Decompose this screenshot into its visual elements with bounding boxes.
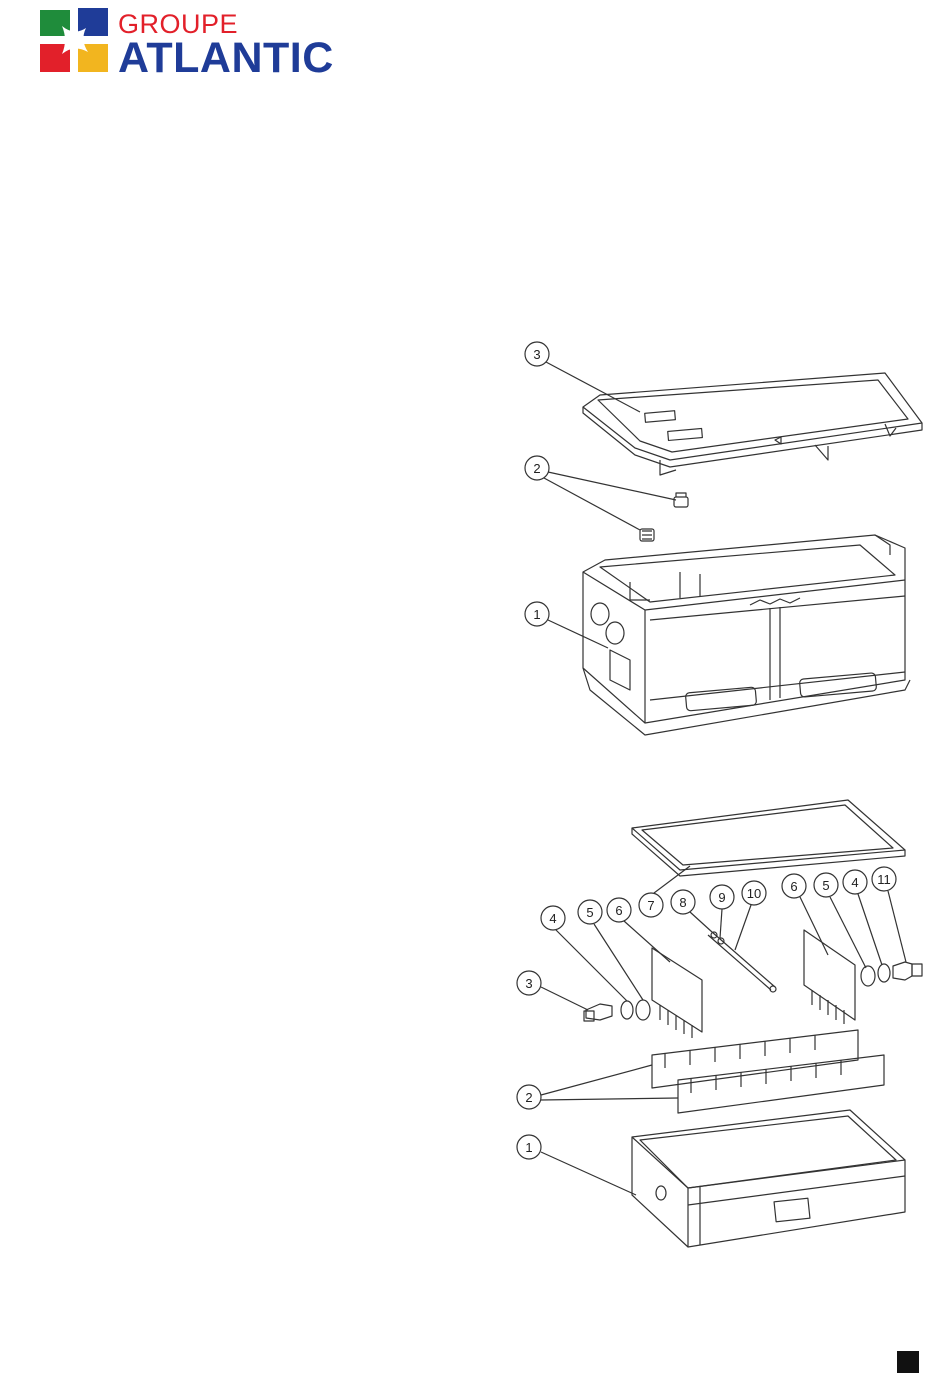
housing-body-part: [583, 535, 910, 735]
callout-labels-drawing1: 3 2 1: [533, 347, 540, 622]
callout-label: 1: [533, 607, 540, 622]
callout-label: 6: [790, 879, 797, 894]
callout-label: 5: [586, 905, 593, 920]
callout-label: 10: [747, 886, 761, 901]
callout-label: 8: [679, 895, 686, 910]
callout-label: 1: [525, 1140, 532, 1155]
callout-label: 11: [877, 872, 891, 887]
callout-label: 7: [647, 898, 654, 913]
callout-label: 4: [549, 911, 556, 926]
page-marker-square: [897, 1351, 919, 1373]
callout-label: 3: [533, 347, 540, 362]
callout-label: 9: [718, 890, 725, 905]
callout-label: 5: [822, 878, 829, 893]
callout-label: 4: [851, 875, 858, 890]
callout-label: 2: [525, 1090, 532, 1105]
callout-label: 6: [615, 903, 622, 918]
lid-part: [583, 373, 922, 475]
exploded-drawing-internals: [517, 800, 922, 1247]
callout-label: 2: [533, 461, 540, 476]
callout-label: 3: [525, 976, 532, 991]
screws-part: [640, 493, 688, 541]
